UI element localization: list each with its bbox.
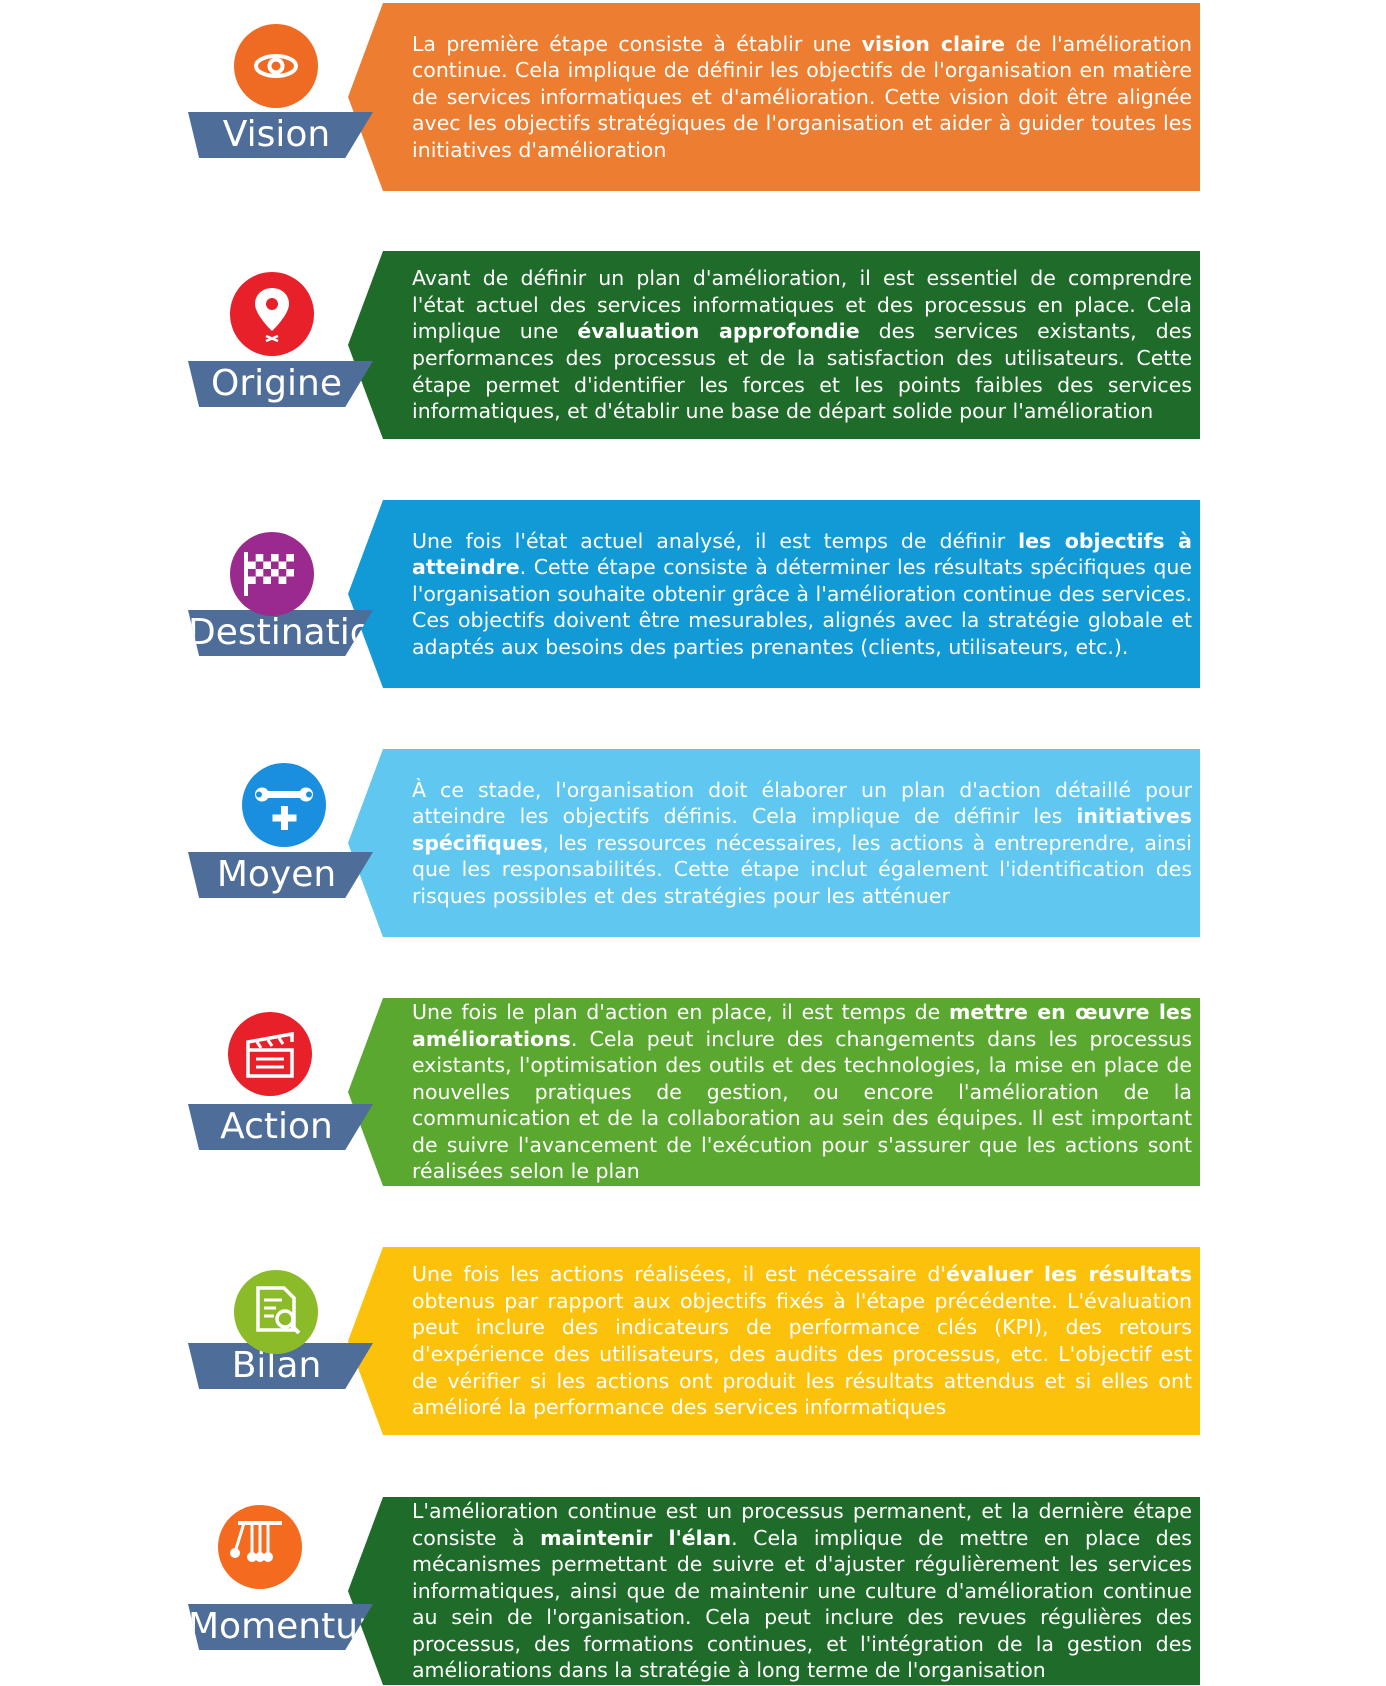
step-text-before: Avant de définir un plan d'amélioration,…: [412, 266, 1192, 344]
step-text-highlight: mettre en œuvre les améliorations: [412, 999, 1192, 1051]
step-text-highlight: évaluation approfondie: [577, 319, 860, 344]
wrench-plus-icon: [242, 763, 326, 847]
step-text-after: . Cela implique de mettre en place des m…: [412, 1525, 1192, 1683]
step-label-tab: Momentum: [188, 1604, 373, 1650]
step-bilan: Une fois les actions réalisées, il est n…: [0, 1247, 1386, 1435]
newtons-cradle-icon: [218, 1505, 302, 1589]
step-arrow-box: [348, 3, 1200, 191]
step-description: Avant de définir un plan d'amélioration,…: [412, 251, 1192, 439]
step-arrow-box: [348, 1247, 1200, 1435]
step-description-text: L'amélioration continue est un processus…: [412, 1498, 1192, 1684]
step-arrow-box: [348, 749, 1200, 937]
clapperboard-icon: [228, 1012, 312, 1096]
step-description-text: Une fois les actions réalisées, il est n…: [412, 1261, 1192, 1421]
step-description-text: Avant de définir un plan d'amélioration,…: [412, 265, 1192, 425]
step-momentum: L'amélioration continue est un processus…: [0, 1497, 1386, 1685]
step-text-highlight: maintenir l'élan: [540, 1525, 732, 1550]
step-description-text: La première étape consiste à établir une…: [412, 31, 1192, 164]
step-label: Moyen: [216, 854, 337, 895]
step-text-after: de l'amélioration continue. Cela impliqu…: [412, 31, 1192, 162]
step-label: Action: [220, 1106, 333, 1147]
step-label-tab: Action: [188, 1104, 373, 1150]
step-text-before: À ce stade, l'organisation doit élaborer…: [412, 777, 1192, 829]
step-arrow-box: [348, 1497, 1200, 1685]
step-vision: La première étape consiste à établir une…: [0, 3, 1386, 191]
step-description: Une fois le plan d'action en place, il e…: [412, 998, 1192, 1186]
step-text-before: La première étape consiste à établir une: [412, 31, 862, 56]
step-text-before: Une fois les actions réalisées, il est n…: [412, 1262, 946, 1287]
step-text-before: L'amélioration continue est un processus…: [412, 1498, 1192, 1550]
step-description: La première étape consiste à établir une…: [412, 3, 1192, 191]
step-moyen: À ce stade, l'organisation doit élaborer…: [0, 749, 1386, 937]
location-pin-icon: [230, 272, 314, 356]
step-destination: Une fois l'état actuel analysé, il est t…: [0, 500, 1386, 688]
step-label-tab: Origine: [188, 361, 373, 407]
step-text-before: Une fois le plan d'action en place, il e…: [412, 999, 950, 1024]
step-text-after: des services existants, des performances…: [412, 319, 1192, 424]
document-search-icon: [234, 1270, 318, 1354]
step-description-text: Une fois l'état actuel analysé, il est t…: [412, 528, 1192, 661]
step-action: Une fois le plan d'action en place, il e…: [0, 998, 1386, 1186]
step-arrow-box: [348, 500, 1200, 688]
step-text-highlight: vision claire: [861, 31, 1005, 56]
step-description-text: À ce stade, l'organisation doit élaborer…: [412, 777, 1192, 910]
step-description: L'amélioration continue est un processus…: [412, 1497, 1192, 1685]
step-label-tab: Vision: [188, 112, 373, 158]
step-text-highlight: initiatives spécifiques: [412, 804, 1192, 855]
step-text-highlight: évaluer les résultats: [945, 1262, 1192, 1287]
step-label: Vision: [222, 114, 331, 155]
step-arrow-box: [348, 998, 1200, 1186]
step-label: Origine: [211, 363, 342, 404]
step-text-after: . Cette étape consiste à déterminer les …: [412, 555, 1192, 659]
checkered-flag-icon: [230, 532, 314, 616]
step-description: Une fois l'état actuel analysé, il est t…: [412, 500, 1192, 688]
step-origine: Avant de définir un plan d'amélioration,…: [0, 251, 1386, 439]
step-label-tab: Moyen: [188, 852, 373, 898]
step-text-after: obtenus par rapport aux objectifs fixés …: [412, 1288, 1192, 1420]
step-description: Une fois les actions réalisées, il est n…: [412, 1247, 1192, 1435]
step-text-highlight: les objectifs à atteindre: [412, 528, 1192, 580]
step-label: Momentum: [188, 1606, 373, 1647]
step-label: Destination: [188, 612, 373, 653]
step-arrow-box: [348, 251, 1200, 439]
step-text-after: , les ressources nécessaires, les action…: [412, 830, 1192, 908]
step-text-after: . Cela peut inclure des changements dans…: [412, 1026, 1192, 1184]
step-label-tab: Destination: [188, 610, 373, 656]
eye-icon: [234, 24, 318, 108]
step-text-before: Une fois l'état actuel analysé, il est t…: [412, 528, 1019, 553]
step-description-text: Une fois le plan d'action en place, il e…: [412, 999, 1192, 1185]
step-description: À ce stade, l'organisation doit élaborer…: [412, 749, 1192, 937]
